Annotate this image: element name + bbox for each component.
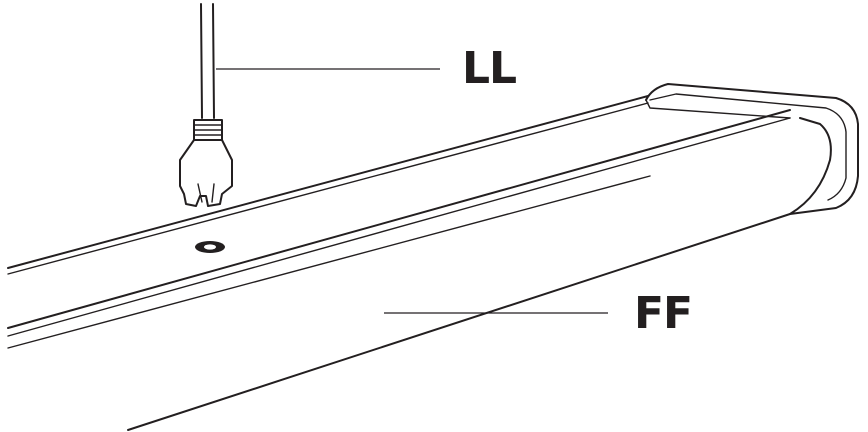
end-cap	[645, 83, 859, 215]
housing-channel-edge	[7, 109, 791, 329]
housing-top-back-edge	[7, 95, 649, 269]
end-cap-outline	[645, 83, 859, 215]
callout-ff-label: FF	[634, 288, 692, 339]
housing-channel-edge-inner	[7, 117, 791, 337]
housing-top-back-edge-inner	[7, 102, 649, 275]
housing-ridge-line	[7, 175, 651, 349]
end-cap-lip	[645, 99, 791, 119]
knockout-screw-icon	[195, 241, 225, 253]
end-cap-inner-rim	[649, 93, 847, 201]
fixture-housing	[7, 95, 791, 431]
callout-ll-label: LL	[462, 43, 516, 94]
housing-bottom-front-edge	[127, 213, 791, 431]
power-cord-plug-icon	[179, 3, 233, 207]
